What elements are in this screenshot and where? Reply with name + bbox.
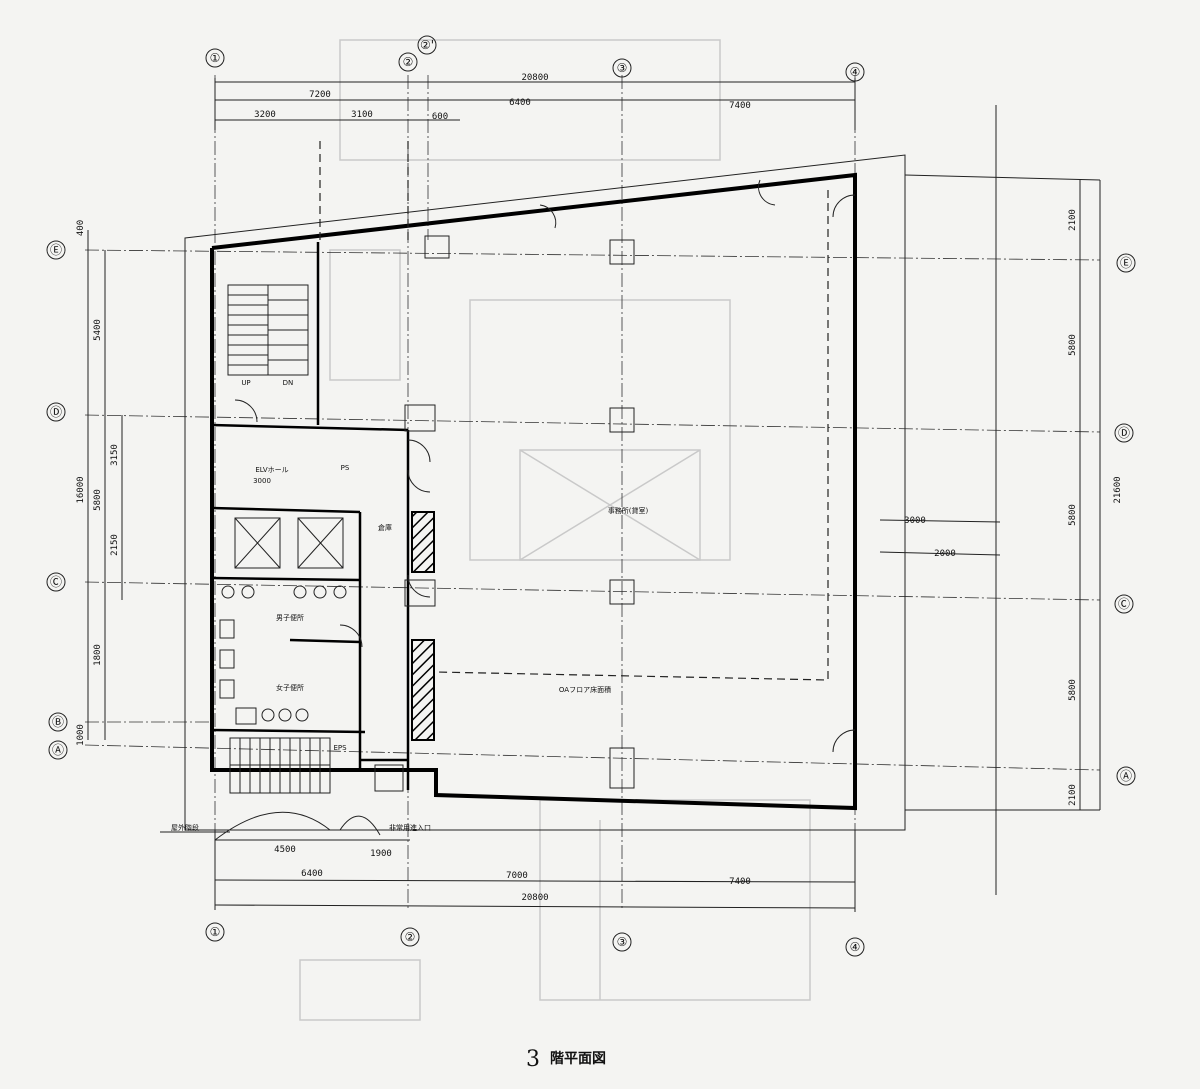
dim-right-3000: 3000 (904, 516, 926, 526)
grid-left-d: Ⓓ (50, 405, 62, 419)
room-ps: PS (341, 464, 350, 472)
room-office: 事務所(貸室) (608, 506, 649, 515)
dim-bottom-overall: 20800 (521, 893, 548, 903)
stair-south (229, 737, 331, 794)
dim-bottom-4500: 4500 (274, 845, 296, 855)
ghost-underlay (299, 39, 811, 1021)
room-toilet-w: 女子便所 (276, 683, 304, 692)
dim-left-5800: 5800 (93, 489, 103, 511)
building-walls (210, 172, 857, 811)
grid-left-b: Ⓑ (52, 715, 64, 729)
grid-bubbles-bottom: ① ② ③ ④ (205, 922, 865, 957)
grid-bottom-4: ④ (850, 940, 861, 954)
hatched-shafts (411, 511, 435, 741)
grid-right-a: Ⓐ (1120, 769, 1132, 783)
dims-top: 20800 7200 6400 7400 3200 3100 600 (254, 73, 751, 122)
dim-left-3150: 3150 (110, 444, 120, 466)
note-access-floor: OAフロア床面積 (559, 685, 611, 694)
room-eps: EPS (333, 744, 347, 752)
dim-right-5800a: 5800 (1068, 334, 1078, 356)
structural-grid (84, 75, 1101, 910)
dim-top-6400: 6400 (509, 98, 531, 108)
dim-left-overall: 16000 (76, 476, 86, 503)
dim-right-5800b: 5800 (1068, 504, 1078, 526)
room-storage: 倉庫 (378, 523, 392, 532)
dashed-partitions (319, 140, 829, 681)
dim-top-600: 600 (432, 112, 448, 122)
dim-bottom-1900: 1900 (370, 849, 392, 859)
grid-bottom-1: ① (210, 925, 221, 939)
grid-right-d: Ⓓ (1118, 426, 1130, 440)
grid-top-1: ① (210, 51, 221, 65)
grid-right-e: Ⓔ (1120, 256, 1132, 270)
note-entry: 非常用進入口 (389, 823, 431, 832)
grid-bubbles-left: Ⓔ Ⓓ Ⓒ Ⓑ Ⓐ (46, 240, 68, 760)
grid-top-2p: ②' (420, 38, 434, 52)
dim-top-3200: 3200 (254, 110, 276, 120)
grid-bottom-2: ② (405, 930, 416, 944)
drawing-title: 3 階平面図 (526, 1047, 606, 1072)
note-stair: 屋外階段 (171, 823, 199, 832)
columns (404, 235, 635, 789)
room-labels: ELVホール 3000 事務所(貸室) 男子便所 女子便所 倉庫 PS EPS … (171, 379, 648, 832)
dim-right-5800c: 5800 (1068, 679, 1078, 701)
dim-right-2100b: 2100 (1068, 784, 1078, 806)
grid-top-3: ③ (617, 61, 628, 75)
room-elevator-dim: 3000 (253, 477, 271, 485)
dim-bottom-7400: 7400 (729, 877, 751, 887)
dim-left-2150: 2150 (110, 534, 120, 556)
dim-left-1800: 1800 (93, 644, 103, 666)
dim-left-400: 400 (76, 220, 86, 236)
dim-right-2000: 2000 (934, 549, 956, 559)
grid-left-e: Ⓔ (50, 243, 62, 257)
dim-top-7200: 7200 (309, 90, 331, 100)
dims-left: 400 16000 5400 5800 3150 2150 1800 1000 (76, 220, 120, 746)
door-swings (234, 179, 856, 753)
grid-top-2: ② (403, 55, 414, 69)
dim-bottom-6400: 6400 (301, 869, 323, 879)
stair-dn-label: DN (283, 379, 294, 387)
dimension-lines (87, 78, 1101, 912)
title-floor-number: 3 (526, 1047, 540, 1072)
stair-north (227, 284, 309, 376)
entrance-details (160, 811, 381, 841)
dims-bottom: 4500 1900 6400 7000 7400 20800 (274, 845, 751, 903)
grid-left-a: Ⓐ (52, 743, 64, 757)
stair-up-label: UP (241, 379, 250, 387)
grid-top-4: ④ (850, 65, 861, 79)
dim-top-3100: 3100 (351, 110, 373, 120)
grid-bubbles-top: ① ② ②' ③ ④ (205, 35, 865, 82)
elevators (234, 517, 344, 569)
grid-right-c: Ⓒ (1118, 597, 1130, 611)
dim-right-overall: 21600 (1113, 476, 1123, 503)
grid-left-c: Ⓒ (50, 575, 62, 589)
grid-bottom-3: ③ (617, 935, 628, 949)
dim-bottom-7000: 7000 (506, 871, 528, 881)
toilet-fixtures (219, 585, 404, 792)
title-text: 階平面図 (550, 1050, 606, 1067)
dims-right: 21600 2100 5800 5800 5800 2100 3000 2000 (904, 209, 1123, 806)
dim-top-7400: 7400 (729, 101, 751, 111)
dim-left-1000: 1000 (76, 724, 86, 746)
grid-bubbles-right: Ⓔ Ⓓ Ⓒ Ⓐ (1114, 253, 1136, 786)
dim-right-2100a: 2100 (1068, 209, 1078, 231)
envelope-outline (184, 154, 906, 831)
room-toilet-m: 男子便所 (276, 613, 304, 622)
dim-top-overall: 20800 (521, 73, 548, 83)
room-elevator-hall: ELVホール (255, 466, 288, 474)
dim-left-5400: 5400 (93, 319, 103, 341)
